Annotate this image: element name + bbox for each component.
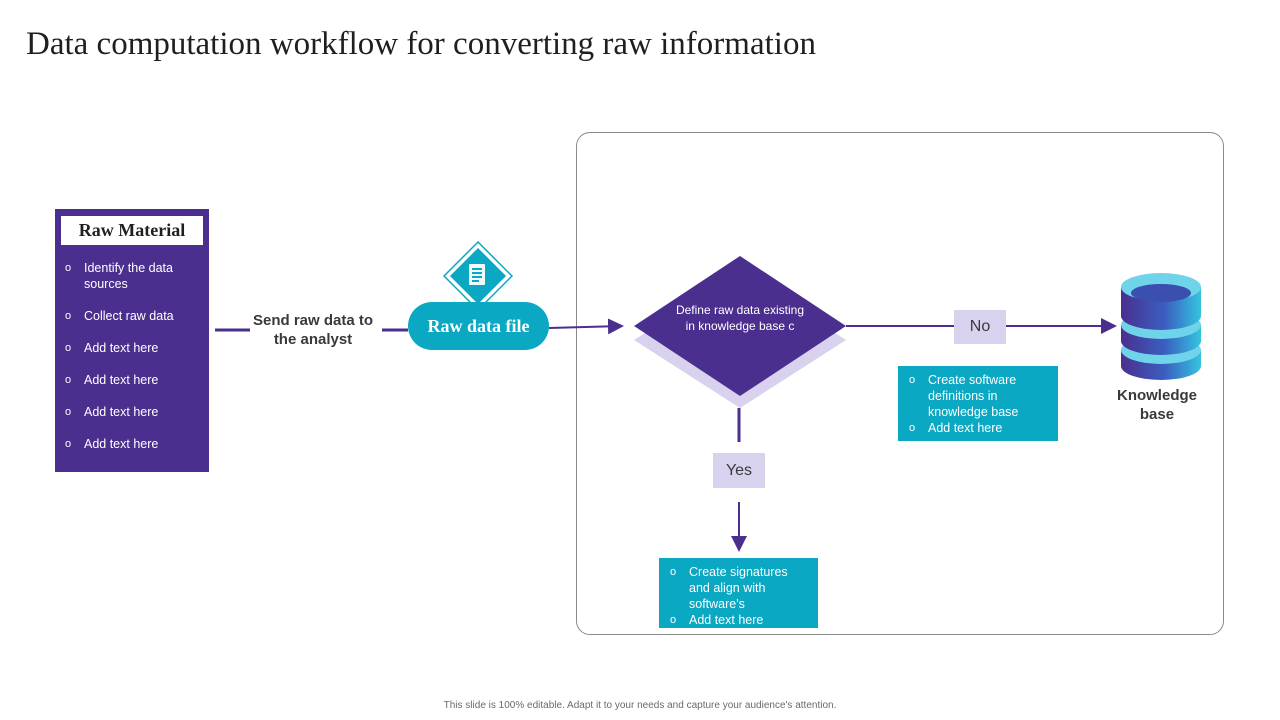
yes-label: Yes bbox=[713, 453, 765, 488]
footer-note: This slide is 100% editable. Adapt it to… bbox=[443, 700, 837, 711]
list-item: Create signatures and align with softwar… bbox=[667, 564, 810, 612]
page-title: Data computation workflow for converting… bbox=[26, 26, 816, 62]
raw-data-file-node: Raw data file bbox=[408, 302, 549, 350]
send-raw-data-label: Send raw data to the analyst bbox=[252, 312, 374, 348]
list-item: Add text here bbox=[62, 436, 202, 452]
arrow-file-to-decision bbox=[548, 318, 624, 335]
list-item: Add text here bbox=[62, 372, 202, 388]
decision-diamond bbox=[634, 256, 846, 396]
no-branch-box: Create software definitions in knowledge… bbox=[898, 366, 1058, 441]
document-icon bbox=[442, 240, 514, 312]
list-item: Add text here bbox=[62, 404, 202, 420]
database-icon bbox=[1121, 273, 1201, 380]
knowledge-base-label: Knowledge base bbox=[1116, 387, 1197, 423]
list-item: Identify the data sources bbox=[62, 260, 202, 292]
list-item: Add text here bbox=[906, 420, 1050, 436]
list-item: Collect raw data bbox=[62, 308, 202, 324]
list-item: Add text here bbox=[62, 340, 202, 356]
raw-material-list: Identify the data sources Collect raw da… bbox=[62, 260, 202, 468]
no-label: No bbox=[954, 310, 1006, 344]
raw-material-title: Raw Material bbox=[61, 216, 203, 245]
list-item: Create software definitions in knowledge… bbox=[906, 372, 1050, 420]
process-frame bbox=[576, 132, 1224, 635]
list-item: Add text here bbox=[667, 612, 810, 628]
yes-branch-box: Create signatures and align with softwar… bbox=[659, 558, 818, 628]
decision-text: Define raw data existing in knowledge ba… bbox=[675, 303, 805, 333]
